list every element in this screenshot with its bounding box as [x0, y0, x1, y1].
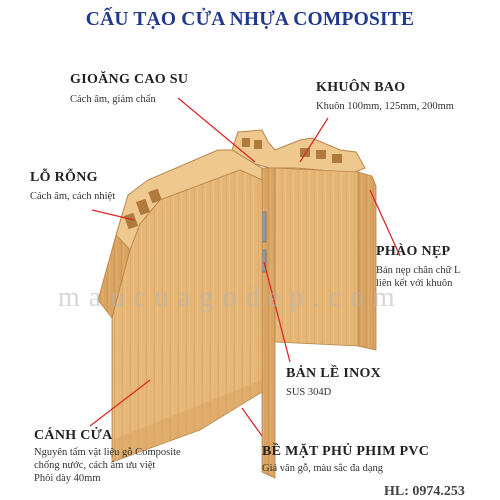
- label-be-mat-desc: Giả vân gỗ, màu sắc đa dạng: [262, 463, 384, 474]
- label-be-mat-title: BỀ MẶT PHỦ PHIM PVC: [262, 444, 430, 459]
- label-phao-nep-desc-2: liên kết với khuôn: [376, 278, 453, 289]
- leader-gioang: [177, 97, 256, 163]
- hotline-text: HL: 0974.253: [384, 484, 465, 499]
- watermark-text: maucuagodep.com: [58, 282, 404, 313]
- label-gioang-title: GIOĂNG CAO SU: [70, 72, 189, 87]
- leader-phao-nep: [369, 189, 401, 257]
- label-khuon-bao-title: KHUÔN BAO: [316, 80, 406, 95]
- leader-be-mat: [241, 407, 263, 437]
- label-canh-cua-desc-1: Nguyên tấm vật liệu gỗ Composite: [34, 447, 181, 458]
- label-gioang-cao-su: GIOĂNG CAO SU Cách âm, giảm chấn: [70, 72, 188, 106]
- label-khuon-bao: KHUÔN BAO Khuôn 100mm, 125mm, 200mm: [316, 80, 454, 113]
- leader-lines: [89, 97, 401, 437]
- leader-canh-cua: [89, 379, 151, 427]
- leader-ban-le: [263, 261, 291, 363]
- leader-khuon-bao: [299, 117, 329, 163]
- label-phao-nep: PHÀO NẸP Bản nẹp chân chữ L liên kết với…: [376, 244, 460, 290]
- label-phao-nep-desc-1: Bản nẹp chân chữ L: [376, 265, 461, 276]
- label-canh-cua-desc-3: Phôi dày 40mm: [34, 473, 101, 484]
- label-lo-rong-title: LỖ RỖNG: [30, 170, 98, 185]
- frame-khuon-bao: [231, 129, 377, 479]
- leader-lo-rong: [91, 209, 135, 221]
- door-leaf: [97, 149, 263, 463]
- label-gioang-desc: Cách âm, giảm chấn: [70, 94, 156, 105]
- label-be-mat-phu-phim: BỀ MẶT PHỦ PHIM PVC Giả vân gỗ, màu sắc …: [262, 444, 429, 475]
- label-ban-le-inox: BẢN LỀ INOX SUS 304D: [286, 366, 381, 399]
- label-lo-rong-desc: Cách âm, cách nhiệt: [30, 191, 116, 202]
- label-ban-le-desc: SUS 304D: [286, 387, 332, 398]
- label-canh-cua-title: CÁNH CỬA: [34, 428, 113, 443]
- label-canh-cua-desc-2: chống nước, cách âm ưu việt: [34, 460, 156, 471]
- label-khuon-bao-desc: Khuôn 100mm, 125mm, 200mm: [316, 101, 454, 112]
- label-lo-rong: LỖ RỖNG Cách âm, cách nhiệt: [30, 170, 115, 203]
- diagram-title: CẤU TẠO CỬA NHỰA COMPOSITE: [85, 9, 415, 30]
- label-phao-nep-title: PHÀO NẸP: [376, 244, 451, 259]
- label-ban-le-title: BẢN LỀ INOX: [286, 366, 382, 381]
- label-canh-cua: CÁNH CỬA Nguyên tấm vật liệu gỗ Composit…: [34, 428, 181, 485]
